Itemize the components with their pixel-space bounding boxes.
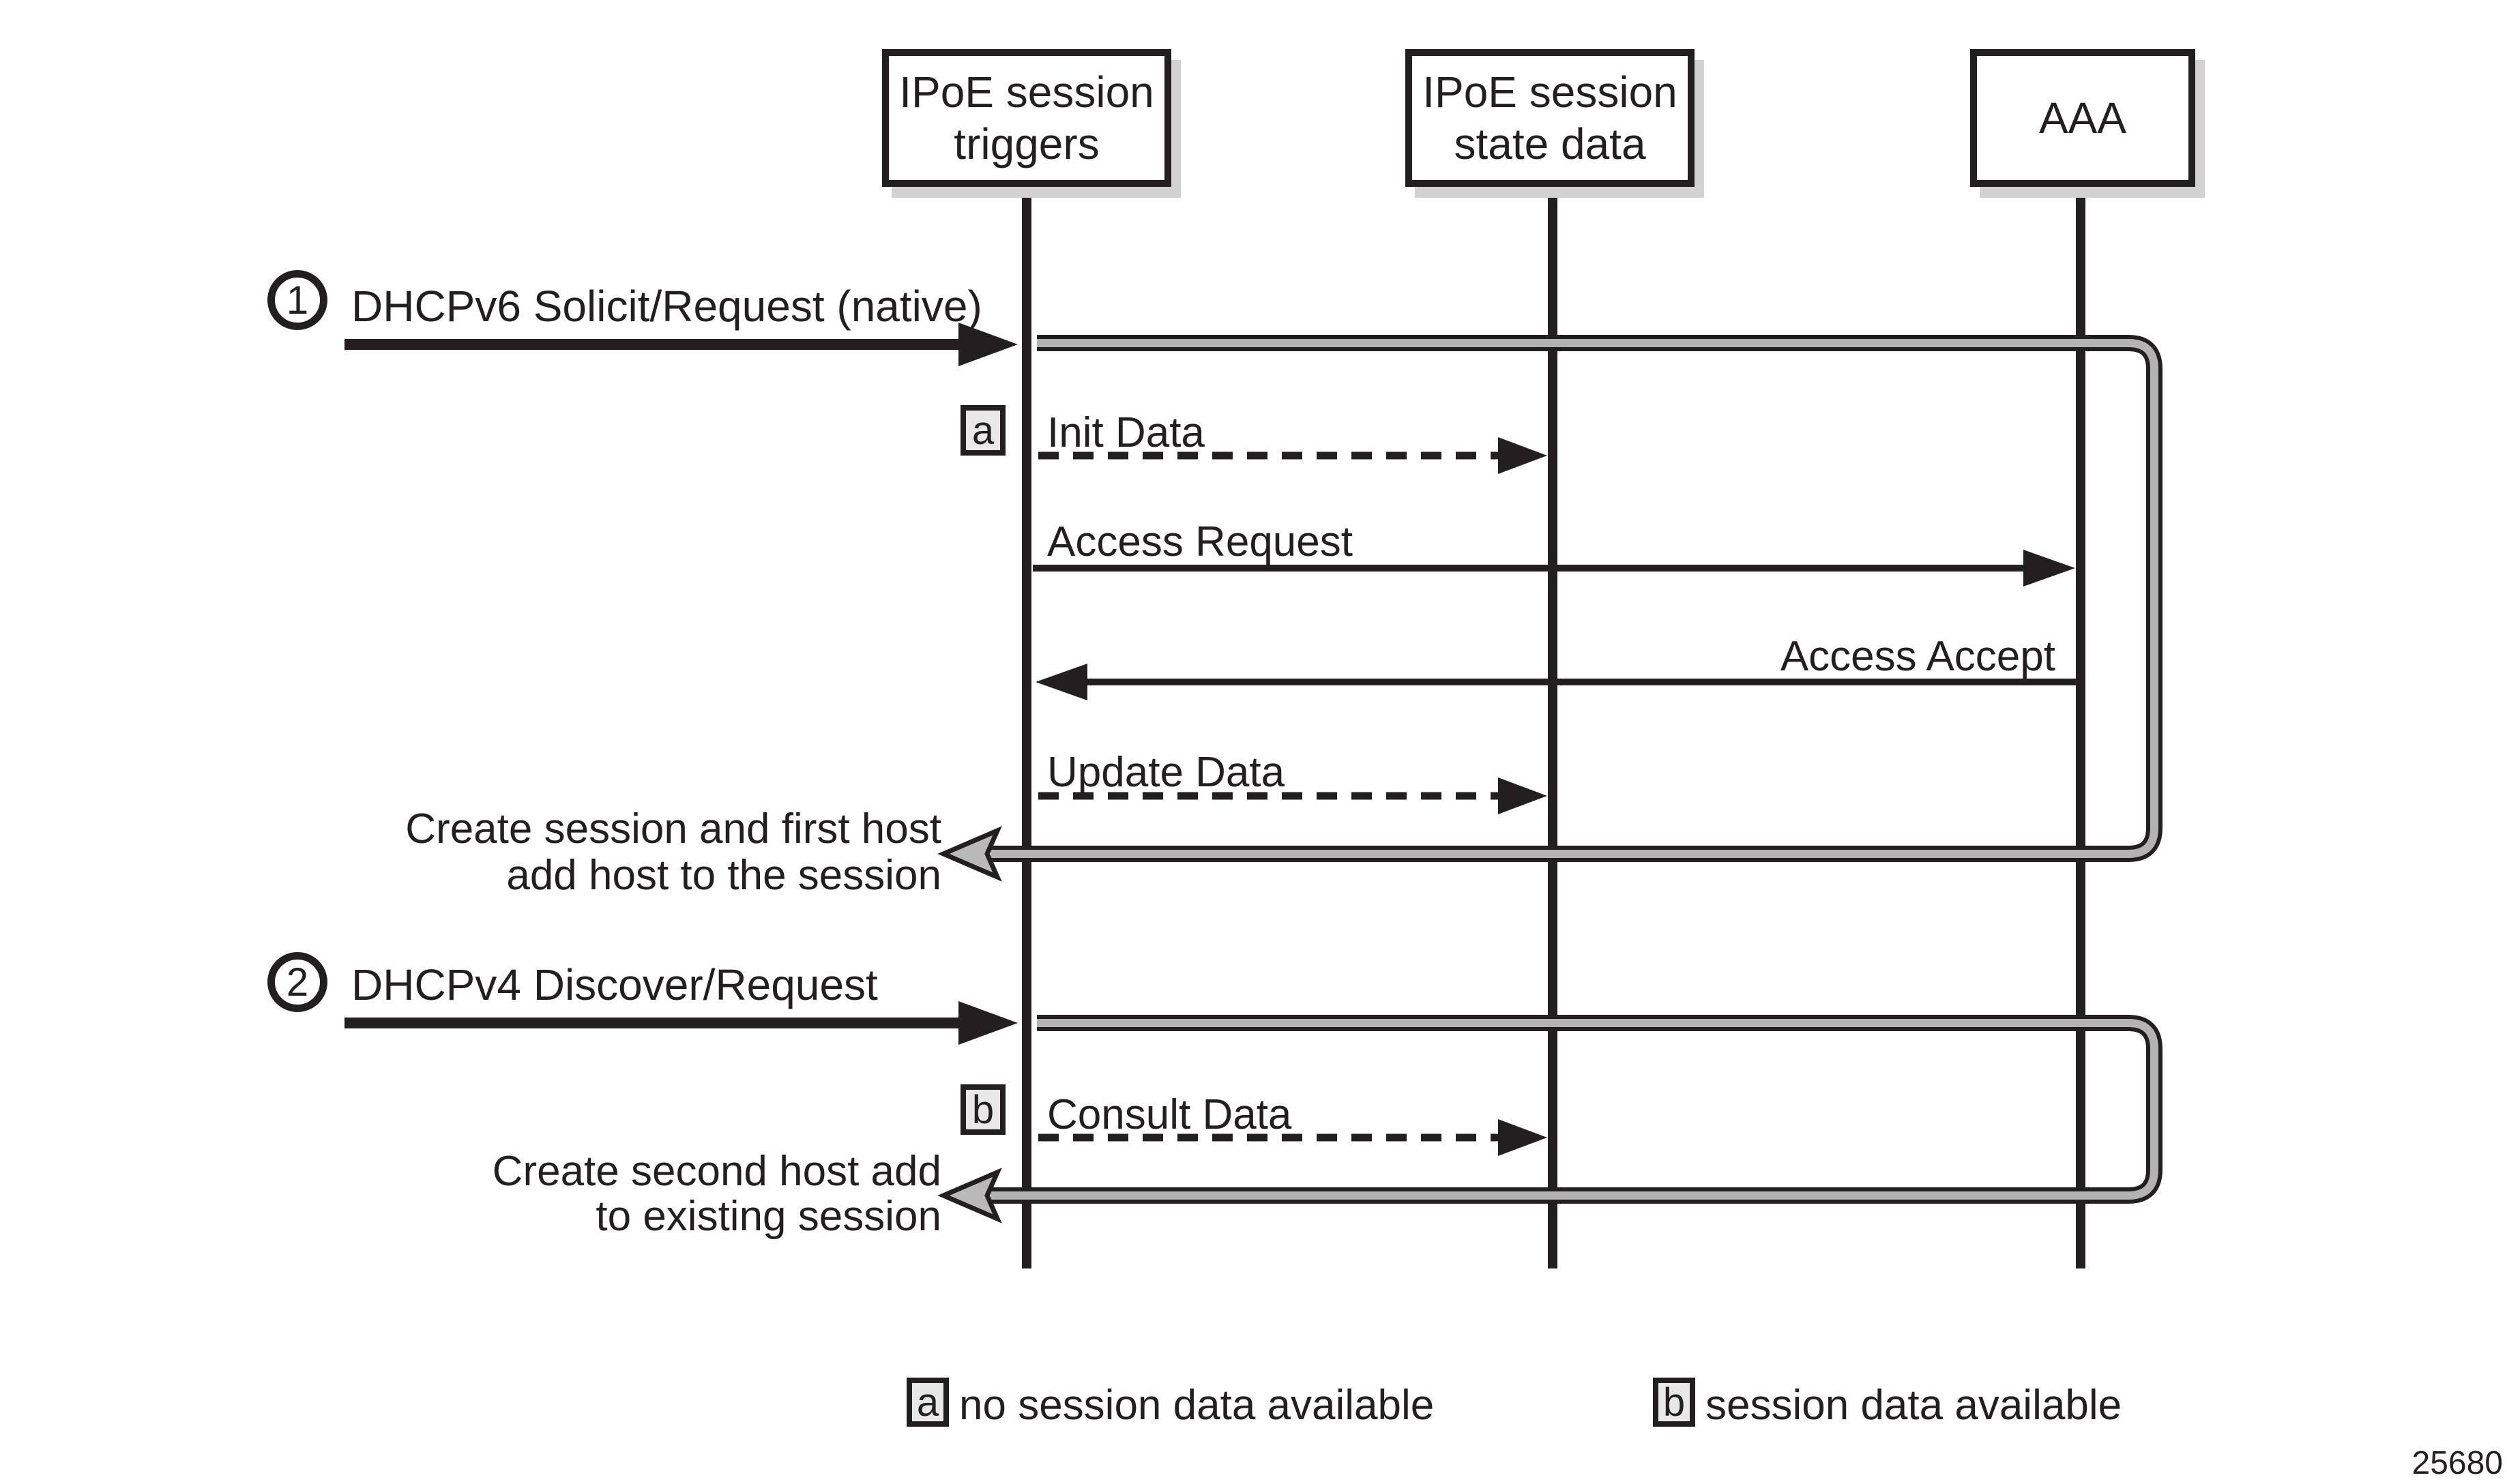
figure-number: 25680 [2411, 1445, 2503, 1481]
return-tube-second-host [937, 1015, 2163, 1223]
arrow-access-request [1033, 550, 2075, 587]
message-consult-data: Consult Data [1047, 1091, 1292, 1138]
message-access-accept: Access Accept [1780, 633, 2055, 680]
note-line: Create second host add [492, 1148, 941, 1195]
legend-marker-a: a [907, 1378, 949, 1427]
return-arrowhead-second [937, 1168, 1002, 1223]
actor-aaa: AAA [1970, 49, 2195, 187]
arrow-consult-data [1038, 1119, 1547, 1156]
legend-label-a: no session data available [959, 1382, 1435, 1429]
note-create-first-session: Create session and first host add host t… [405, 806, 941, 899]
legend-marker-b: b [1653, 1378, 1695, 1427]
step-2-badge: 2 [267, 952, 327, 1012]
arrow-dhcpv4-discover [344, 1001, 1018, 1045]
actor-label-line: triggers [954, 119, 1100, 168]
actor-ipoe-session-triggers: IPoE session triggers [882, 49, 1171, 187]
note-line: Create session and first host [405, 805, 941, 852]
step-1-number: 1 [286, 278, 309, 323]
message-update-data: Update Data [1047, 749, 1285, 796]
arrow-access-accept [1036, 664, 2077, 700]
arrow-dhcpv6-solicit [344, 323, 1018, 366]
marker-a: a [961, 405, 1006, 456]
return-tube-first-session [937, 335, 2163, 882]
arrow-update-data [1038, 777, 1547, 814]
legend-marker-a-letter: a [916, 1380, 939, 1425]
actor-label-line: state data [1454, 119, 1646, 168]
actor-label-line: AAA [2038, 93, 2127, 143]
marker-b-letter: b [971, 1087, 995, 1132]
legend-marker-b-letter: b [1662, 1380, 1686, 1425]
step-1-label: DHCPv6 Solicit/Request (native) [351, 282, 982, 331]
step-2-number: 2 [286, 960, 309, 1005]
note-create-second-host: Create second host add to existing sessi… [493, 1149, 941, 1239]
actor-ipoe-session-state-data: IPoE session state data [1405, 49, 1695, 187]
note-line: add host to the session [506, 852, 941, 899]
step-1-badge: 1 [267, 270, 327, 330]
marker-b: b [961, 1084, 1006, 1135]
message-init-data: Init Data [1047, 409, 1205, 456]
message-access-request: Access Request [1047, 518, 1353, 565]
return-arrowhead-first [937, 826, 1002, 882]
legend-label-b: session data available [1705, 1382, 2122, 1429]
actor-label-line: IPoE session [899, 68, 1154, 117]
actor-label-line: IPoE session [1422, 68, 1677, 117]
note-line: to existing session [596, 1193, 941, 1240]
step-2-label: DHCPv4 Discover/Request [351, 960, 878, 1009]
arrow-init-data [1038, 437, 1547, 474]
marker-a-letter: a [971, 408, 995, 453]
